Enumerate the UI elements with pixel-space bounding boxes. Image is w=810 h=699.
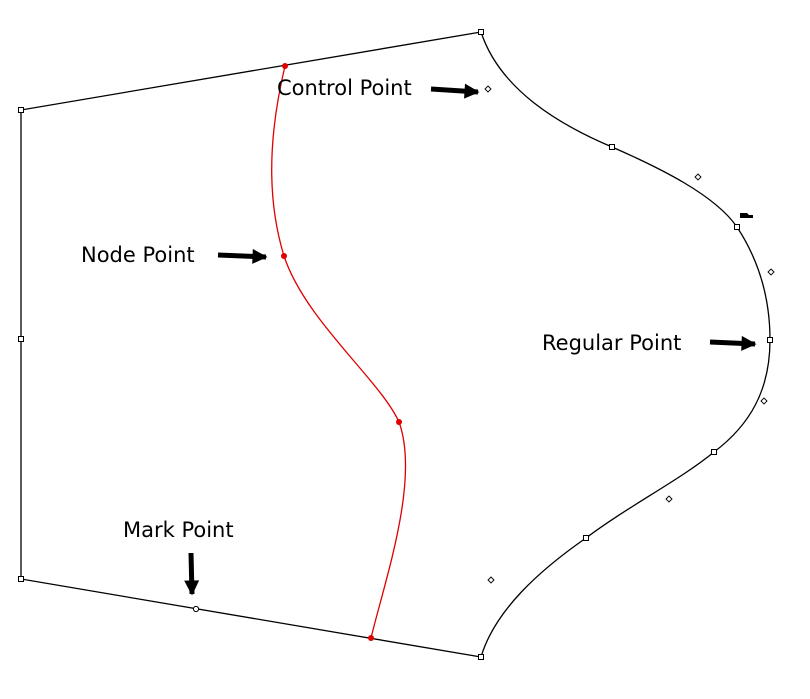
regular-point[interactable] bbox=[18, 107, 24, 113]
control-point[interactable] bbox=[665, 495, 673, 503]
regular-point[interactable] bbox=[734, 224, 740, 230]
regular-point[interactable] bbox=[711, 449, 717, 455]
piece-outline-straight bbox=[20, 31, 482, 658]
control-point[interactable] bbox=[760, 397, 768, 405]
node-point-arrow bbox=[217, 248, 268, 264]
control-point[interactable] bbox=[484, 85, 492, 93]
regular-point[interactable] bbox=[583, 535, 589, 541]
node-point[interactable] bbox=[281, 253, 287, 259]
regular-point[interactable] bbox=[478, 29, 484, 35]
regular-point[interactable] bbox=[18, 576, 24, 582]
control-point[interactable] bbox=[487, 576, 495, 584]
node-point[interactable] bbox=[282, 63, 288, 69]
regular-point-label: Regular Point bbox=[542, 331, 681, 355]
mark-point-label: Mark Point bbox=[123, 518, 234, 542]
node-point[interactable] bbox=[396, 419, 402, 425]
control-points bbox=[484, 85, 775, 584]
control-point[interactable] bbox=[767, 268, 775, 276]
regular-point[interactable] bbox=[767, 337, 773, 343]
mark-point[interactable] bbox=[192, 605, 200, 613]
hand-cursor-icon bbox=[740, 213, 753, 218]
control-point[interactable] bbox=[694, 173, 702, 181]
regular-point[interactable] bbox=[609, 144, 615, 150]
mark-point-arrow bbox=[184, 552, 200, 596]
control-point-label: Control Point bbox=[277, 76, 412, 100]
node-point[interactable] bbox=[368, 635, 374, 641]
node-points bbox=[281, 63, 402, 641]
node-point-label: Node Point bbox=[81, 243, 195, 267]
regular-point[interactable] bbox=[18, 336, 24, 342]
regular-point[interactable] bbox=[478, 654, 484, 660]
regular-point-arrow bbox=[709, 335, 757, 351]
node-curve bbox=[271, 65, 407, 639]
regular-points bbox=[18, 29, 773, 660]
control-point-arrow bbox=[430, 83, 480, 99]
